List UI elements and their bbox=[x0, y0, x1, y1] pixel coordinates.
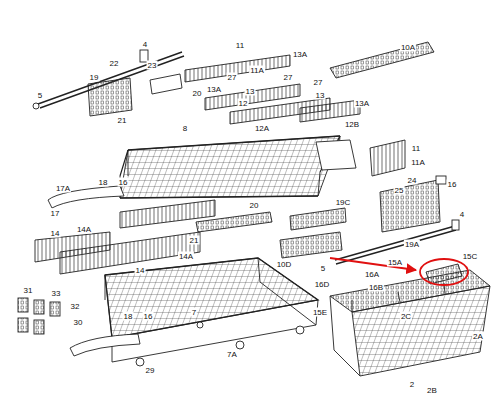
callout-number: 11 bbox=[411, 144, 421, 153]
callout-number: 27 bbox=[313, 78, 324, 87]
callout-number: 2C bbox=[400, 312, 412, 321]
callout-number: 27 bbox=[283, 73, 294, 82]
callout-number: 13A bbox=[206, 85, 222, 94]
callout-number: 2B bbox=[426, 386, 438, 395]
callout-number: 10A bbox=[400, 43, 416, 52]
callout-number: 16A bbox=[364, 270, 380, 279]
callout-number: 20 bbox=[249, 201, 260, 210]
callout-number: 15A bbox=[387, 258, 403, 267]
callout-number: 15E bbox=[312, 308, 328, 317]
callout-number: 19A bbox=[404, 240, 420, 249]
callout-number: 29 bbox=[145, 366, 156, 375]
callout-number: 22 bbox=[109, 59, 120, 68]
callout-number: 10D bbox=[276, 260, 293, 269]
callout-number: 33 bbox=[51, 289, 62, 298]
callout-number: 12A bbox=[254, 124, 270, 133]
callout-number: 14A bbox=[178, 252, 194, 261]
callout-number: 7 bbox=[191, 308, 197, 317]
callout-number: 16 bbox=[143, 312, 154, 321]
callout-number: 16B bbox=[368, 283, 384, 292]
callout-number: 21 bbox=[117, 116, 128, 125]
callout-number: 14A bbox=[76, 225, 92, 234]
rack-parts bbox=[18, 42, 490, 376]
callout-number: 5 bbox=[320, 264, 326, 273]
callout-number: 16D bbox=[314, 280, 331, 289]
callout-number: 19 bbox=[89, 73, 100, 82]
callout-number: 2A bbox=[472, 332, 484, 341]
callout-number: 19C bbox=[335, 198, 352, 207]
callout-number: 13 bbox=[245, 87, 256, 96]
callout-number: 11A bbox=[410, 158, 426, 167]
callout-number: 16 bbox=[118, 178, 129, 187]
callout-number: 11A bbox=[249, 66, 265, 75]
callout-number: 13A bbox=[354, 99, 370, 108]
callout-number: 32 bbox=[70, 302, 81, 311]
callout-number: 27 bbox=[227, 73, 238, 82]
callout-number: 5 bbox=[37, 91, 43, 100]
callout-number: 30 bbox=[73, 318, 84, 327]
callout-number: 21 bbox=[189, 236, 200, 245]
callout-number: 12B bbox=[344, 120, 360, 129]
callout-number: 13A bbox=[292, 50, 308, 59]
callout-number: 4 bbox=[142, 40, 148, 49]
callout-number: 20 bbox=[192, 89, 203, 98]
callout-number: 4 bbox=[459, 210, 465, 219]
callout-number: 17A bbox=[55, 184, 71, 193]
callout-number: 25 bbox=[394, 186, 405, 195]
callout-number: 16 bbox=[447, 180, 458, 189]
callout-number: 2 bbox=[409, 380, 415, 389]
callout-number: 18 bbox=[98, 178, 109, 187]
callout-number: 17 bbox=[50, 209, 61, 218]
callout-number: 7A bbox=[226, 350, 238, 359]
callout-number: 11 bbox=[235, 41, 245, 50]
callout-number: 12 bbox=[238, 99, 249, 108]
callout-number: 13 bbox=[315, 91, 326, 100]
callout-number: 24 bbox=[407, 176, 418, 185]
callout-number: 15C bbox=[462, 252, 479, 261]
callout-number: 23 bbox=[147, 61, 158, 70]
callout-number: 8 bbox=[182, 124, 188, 133]
callout-number: 31 bbox=[23, 286, 34, 295]
callout-number: 18 bbox=[123, 312, 134, 321]
callout-number: 14 bbox=[135, 266, 146, 275]
callout-number: 14 bbox=[50, 229, 61, 238]
red-highlight bbox=[330, 258, 468, 285]
